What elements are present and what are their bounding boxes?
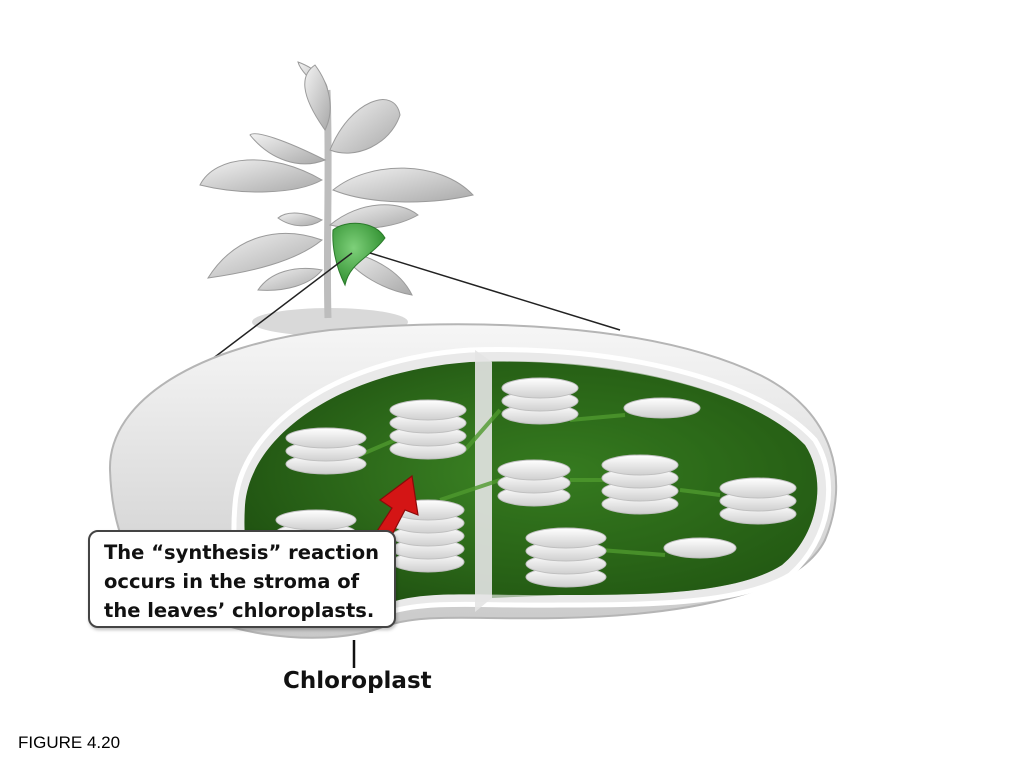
highlighted-leaf [332, 222, 386, 287]
thylakoid-disc [285, 427, 367, 449]
granum-stack [391, 499, 465, 573]
thylakoid-disc [525, 527, 607, 549]
thylakoid-disc [275, 509, 357, 531]
grana-stacks [275, 377, 797, 588]
granum-stack [285, 427, 367, 475]
granum-stack [501, 377, 579, 425]
granum-stack [497, 459, 571, 507]
callout-line-2: occurs in the stroma of [104, 570, 360, 593]
thylakoid-disc [601, 454, 679, 476]
granum-stack [719, 477, 797, 525]
callout-line-1: The “synthesis” reaction [104, 541, 379, 564]
granum-stack [525, 527, 607, 588]
thylakoid-disc [497, 459, 571, 481]
granum-stack [601, 454, 679, 515]
callout-line-3: the leaves’ chloroplasts. [104, 599, 375, 622]
figure-caption: FIGURE 4.20 [18, 733, 121, 752]
chloroplast-label: Chloroplast [283, 668, 432, 694]
granum-stack [663, 537, 737, 559]
thylakoid-disc [623, 397, 701, 419]
thylakoid-disc [389, 399, 467, 421]
zoom-line-left [194, 252, 353, 373]
thylakoid-disc [663, 537, 737, 559]
zoom-line-right [369, 252, 621, 331]
thylakoid-disc [501, 377, 579, 399]
callout-box: The “synthesis” reaction occurs in the s… [88, 530, 396, 628]
granum-stack [389, 399, 467, 460]
plant-illustration [199, 61, 474, 336]
thylakoid-disc [719, 477, 797, 499]
granum-stack [623, 397, 701, 419]
